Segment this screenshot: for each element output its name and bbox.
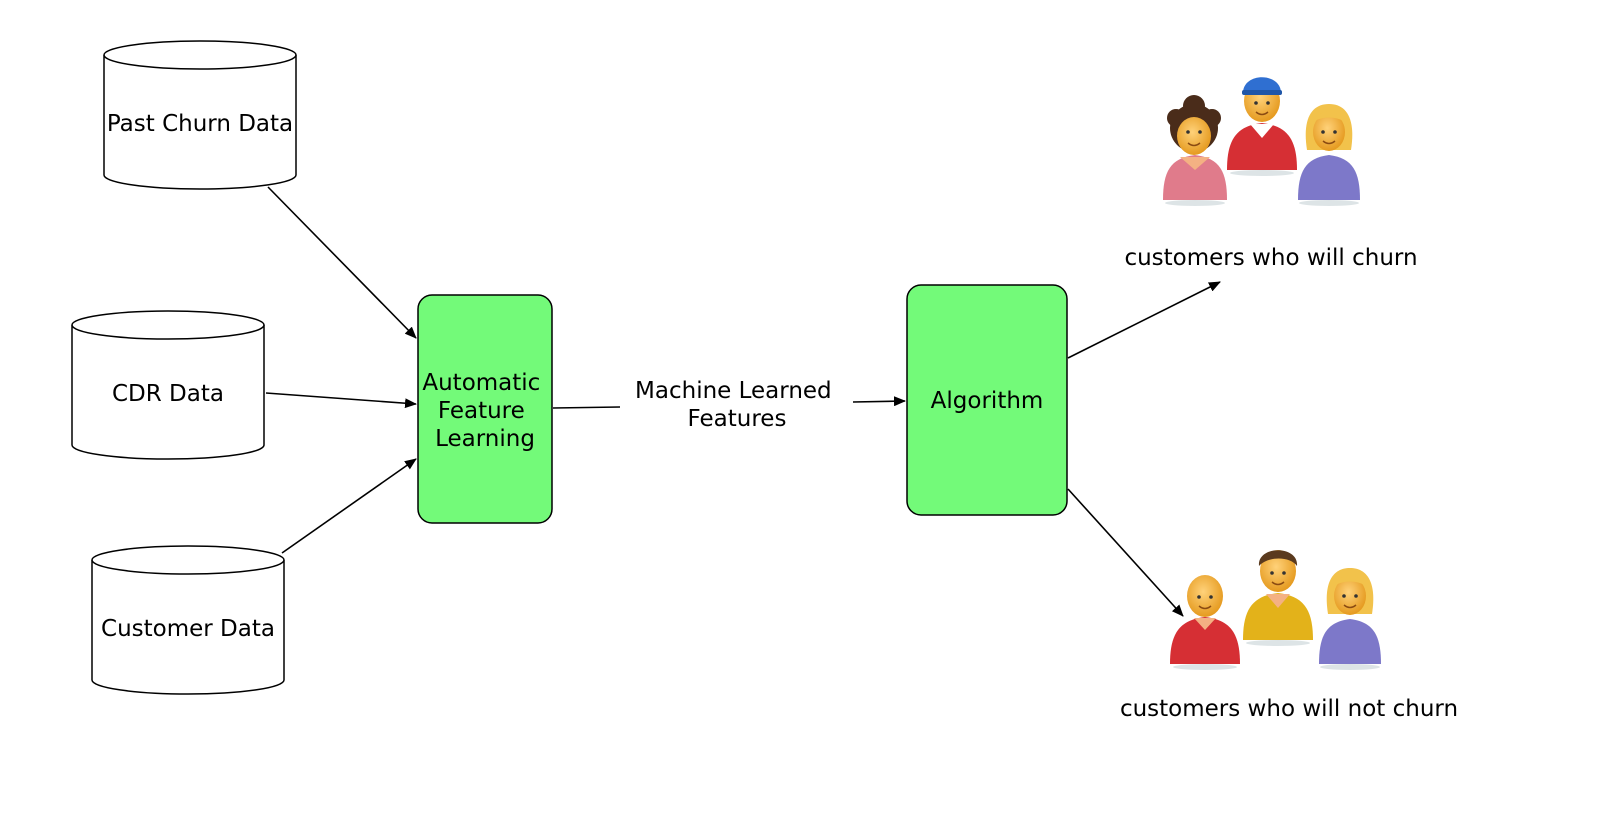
person-icon [1298,104,1360,206]
no-churn-caption: customers who will not churn [1120,696,1458,722]
features-line-1: Machine Learned [635,378,832,404]
feature-learning-line-2: Feature [438,398,525,424]
edge-customer-to-feature-learning [281,458,417,554]
database-past-churn-data: Past Churn Data [103,40,297,190]
feature-learning-box: Automatic Feature Learning [417,294,553,524]
edge-past-churn-to-feature-learning [267,186,417,339]
algorithm-box: Algorithm [906,284,1068,516]
people-group-icon [1163,77,1360,206]
database-label: Past Churn Data [107,111,293,137]
person-icon [1227,77,1297,176]
churn-caption: customers who will churn [1124,245,1417,271]
edge-feature-learning-to-features [552,406,621,409]
feature-learning-line-3: Learning [435,426,535,452]
person-icon [1163,95,1227,206]
features-line-2: Features [688,406,787,432]
database-customer-data: Customer Data [91,545,285,695]
machine-learned-features-label: Machine Learned Features [635,378,839,432]
feature-learning-line-1: Automatic [422,370,540,396]
person-icon [1243,550,1313,646]
algorithm-label: Algorithm [931,388,1044,414]
person-icon [1319,568,1381,670]
svg-text:Automatic Feature: Automatic Feature Learning [422,370,547,452]
edge-algorithm-to-no-churn [1067,488,1184,617]
person-icon [1170,575,1240,670]
database-cdr-data: CDR Data [71,310,265,460]
people-group-icon [1170,550,1381,670]
database-label: Customer Data [101,616,275,642]
edge-cdr-to-feature-learning [265,392,417,409]
edge-features-to-algorithm [852,396,906,407]
database-label: CDR Data [112,381,224,407]
edge-algorithm-to-churn [1067,281,1221,359]
